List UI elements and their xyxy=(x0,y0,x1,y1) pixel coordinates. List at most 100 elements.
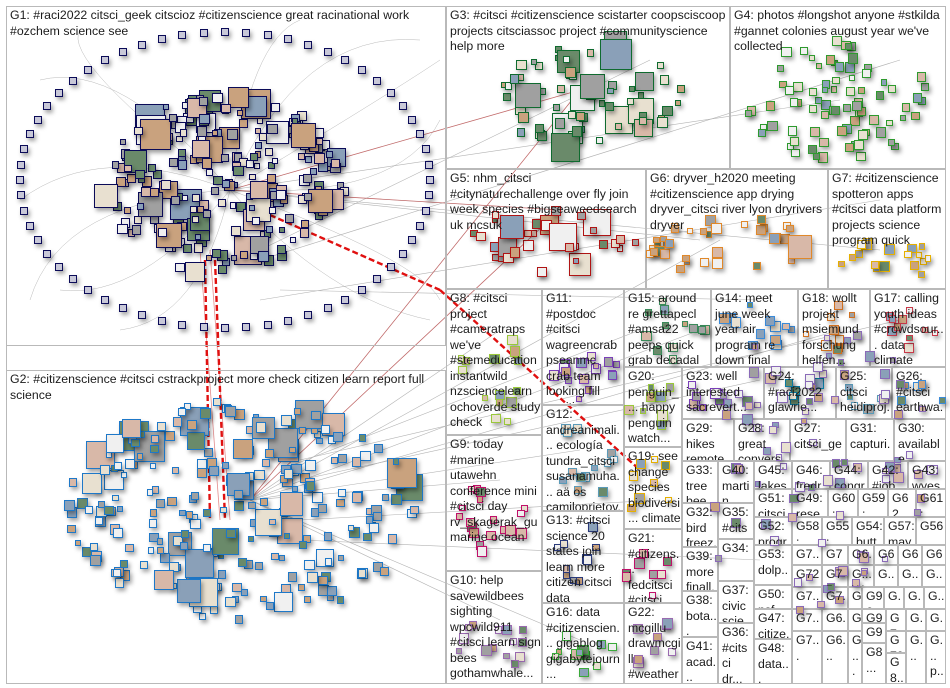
vertex-node[interactable] xyxy=(236,109,243,116)
vertex-node[interactable] xyxy=(509,74,520,84)
vertex-node[interactable] xyxy=(764,372,776,384)
vertex-node[interactable] xyxy=(556,85,565,94)
vertex-node[interactable] xyxy=(157,546,165,554)
group-panel-g33[interactable]: G33: tree bee... xyxy=(682,461,718,503)
vertex-node[interactable] xyxy=(916,252,923,259)
vertex-node[interactable] xyxy=(623,405,635,416)
group-panel-g35[interactable]: G35: #citsci pape... xyxy=(718,503,754,539)
group-panel-g50[interactable]: G50: nsf... xyxy=(754,585,792,609)
vertex-node[interactable] xyxy=(171,467,179,475)
vertex-node[interactable] xyxy=(266,225,274,234)
vertex-node[interactable] xyxy=(911,111,921,121)
group-panel-gy1[interactable]: G... xyxy=(884,587,904,609)
vertex-node[interactable] xyxy=(185,262,205,282)
vertex-node[interactable] xyxy=(801,408,809,416)
vertex-node[interactable] xyxy=(562,564,571,573)
group-panel-ge1[interactable]: G... xyxy=(906,631,926,684)
vertex-node[interactable] xyxy=(318,162,329,173)
vertex-node[interactable] xyxy=(697,325,706,334)
vertex-node[interactable] xyxy=(922,326,929,334)
vertex-node[interactable] xyxy=(491,413,501,424)
vertex-node[interactable] xyxy=(788,392,797,401)
group-panel-g6[interactable]: G6: dryver_h2020 meeting #citizenscience… xyxy=(646,169,828,289)
group-panel-g38[interactable]: G38: bota... work... xyxy=(682,591,718,637)
vertex-node[interactable] xyxy=(254,469,265,481)
vertex-node[interactable] xyxy=(837,359,845,366)
vertex-node[interactable] xyxy=(833,345,843,355)
vertex-node[interactable] xyxy=(305,155,313,163)
vertex-node[interactable] xyxy=(398,102,407,110)
vertex-node[interactable] xyxy=(137,40,146,49)
vertex-node[interactable] xyxy=(94,183,119,208)
vertex-node[interactable] xyxy=(261,459,270,468)
vertex-node[interactable] xyxy=(852,579,861,588)
vertex-node[interactable] xyxy=(636,459,646,469)
vertex-node[interactable] xyxy=(792,81,803,92)
vertex-node[interactable] xyxy=(509,346,521,357)
group-panel-g44[interactable]: G44: congr... xyxy=(830,461,868,489)
vertex-node[interactable] xyxy=(513,386,522,395)
vertex-node[interactable] xyxy=(393,458,400,465)
vertex-node[interactable] xyxy=(185,511,193,519)
group-panel-g6x3[interactable]: G6... xyxy=(922,545,946,565)
vertex-node[interactable] xyxy=(176,135,183,143)
vertex-node[interactable] xyxy=(856,152,866,162)
vertex-node[interactable] xyxy=(278,554,286,562)
vertex-node[interactable] xyxy=(136,452,144,460)
vertex-node[interactable] xyxy=(149,532,159,543)
vertex-node[interactable] xyxy=(500,215,525,240)
group-panel-g76[interactable]: G76 xyxy=(822,545,848,565)
vertex-node[interactable] xyxy=(720,391,727,399)
vertex-node[interactable] xyxy=(318,575,328,586)
vertex-node[interactable] xyxy=(561,631,572,641)
vertex-node[interactable] xyxy=(357,569,366,578)
vertex-node[interactable] xyxy=(212,397,221,406)
vertex-node[interactable] xyxy=(794,481,805,492)
vertex-node[interactable] xyxy=(421,145,430,154)
vertex-node[interactable] xyxy=(119,559,128,568)
vertex-node[interactable] xyxy=(179,128,188,137)
vertex-node[interactable] xyxy=(586,48,595,57)
vertex-node[interactable] xyxy=(565,242,575,252)
vertex-node[interactable] xyxy=(830,395,839,404)
vertex-node[interactable] xyxy=(856,239,866,250)
vertex-node[interactable] xyxy=(287,572,298,582)
vertex-node[interactable] xyxy=(904,250,912,259)
vertex-node[interactable] xyxy=(515,82,541,109)
vertex-node[interactable] xyxy=(653,632,663,642)
vertex-node[interactable] xyxy=(912,92,923,103)
vertex-node[interactable] xyxy=(424,191,433,200)
vertex-node[interactable] xyxy=(888,84,897,93)
vertex-node[interactable] xyxy=(157,316,166,325)
group-panel-g6b[interactable]: G6... xyxy=(822,631,848,684)
vertex-node[interactable] xyxy=(769,233,780,245)
vertex-node[interactable] xyxy=(682,254,690,263)
vertex-node[interactable] xyxy=(592,543,600,551)
vertex-node[interactable] xyxy=(131,225,142,235)
vertex-node[interactable] xyxy=(363,532,372,541)
vertex-node[interactable] xyxy=(192,216,199,223)
vertex-node[interactable] xyxy=(882,467,889,475)
vertex-node[interactable] xyxy=(33,236,42,245)
vertex-node[interactable] xyxy=(582,554,593,565)
vertex-node[interactable] xyxy=(644,308,652,317)
vertex-node[interactable] xyxy=(100,464,111,475)
vertex-node[interactable] xyxy=(248,502,256,510)
vertex-node[interactable] xyxy=(303,174,312,183)
vertex-node[interactable] xyxy=(531,58,538,66)
vertex-node[interactable] xyxy=(893,323,902,332)
group-panel-g49[interactable]: G49: rese... xyxy=(792,489,828,517)
vertex-node[interactable] xyxy=(755,329,766,339)
vertex-node[interactable] xyxy=(332,431,343,442)
vertex-node[interactable] xyxy=(68,76,77,85)
vertex-node[interactable] xyxy=(723,398,733,408)
vertex-node[interactable] xyxy=(517,637,528,648)
vertex-node[interactable] xyxy=(901,103,910,112)
vertex-node[interactable] xyxy=(249,180,268,199)
vertex-node[interactable] xyxy=(598,486,609,497)
vertex-node[interactable] xyxy=(284,35,293,44)
vertex-node[interactable] xyxy=(234,489,243,499)
vertex-node[interactable] xyxy=(358,433,367,442)
vertex-node[interactable] xyxy=(799,46,809,55)
vertex-node[interactable] xyxy=(656,61,664,69)
